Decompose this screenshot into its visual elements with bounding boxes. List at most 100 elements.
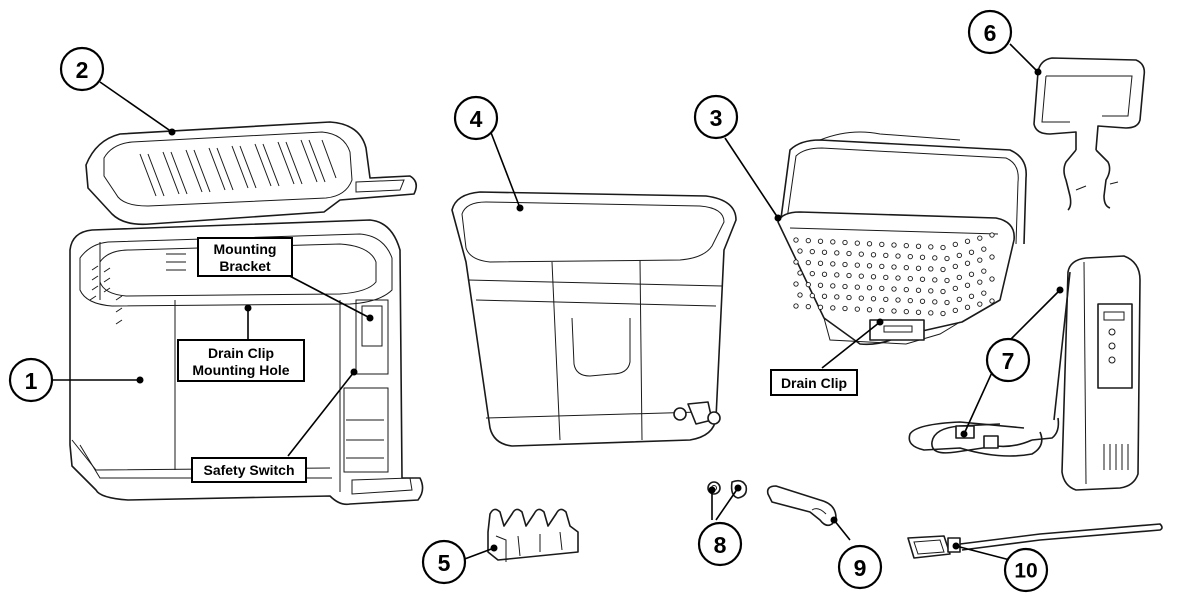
label-safety-switch-text: Safety Switch xyxy=(203,462,294,478)
basket-hole xyxy=(866,263,873,269)
basket-hole xyxy=(968,293,975,299)
basket-hole xyxy=(821,249,828,255)
fryer-basket xyxy=(777,131,1027,346)
basket-hole xyxy=(854,262,860,268)
callout-5: 5 xyxy=(421,539,467,585)
basket-hole xyxy=(870,274,877,280)
basket-hole xyxy=(940,266,946,273)
label-drain-clip-text: Drain Clip xyxy=(781,375,847,391)
label-drain-clip: Drain Clip xyxy=(770,369,858,396)
basket-hole xyxy=(915,309,922,315)
basket-hole xyxy=(989,298,995,304)
lid xyxy=(85,121,418,226)
basket-hole xyxy=(805,281,811,288)
basket-hole xyxy=(793,303,799,309)
comb-piece xyxy=(487,508,579,562)
basket-hole xyxy=(879,307,885,314)
basket-hole xyxy=(854,284,860,290)
label-drain-clip-mounting-hole: Drain Clip Mounting Hole xyxy=(177,339,305,382)
basket-hole xyxy=(793,237,799,243)
basket-hole xyxy=(932,299,938,305)
basket-hole xyxy=(809,248,815,255)
basket-hole xyxy=(817,304,824,310)
basket-hole xyxy=(842,261,848,268)
label-mounting-bracket-line1: Mounting xyxy=(214,241,277,257)
basket-hole xyxy=(964,282,971,288)
basket-hole xyxy=(805,303,811,310)
basket-hole xyxy=(842,305,848,312)
basket-hole xyxy=(940,310,946,317)
basket-hole xyxy=(940,288,946,295)
basket-hole xyxy=(858,273,864,279)
callout-5-number: 5 xyxy=(438,550,451,576)
basket-hole xyxy=(915,265,922,271)
basket-hole xyxy=(866,285,873,291)
basket-hole xyxy=(956,296,962,303)
basket-hole xyxy=(879,241,885,248)
callout-7-number: 7 xyxy=(1002,348,1015,374)
callout-8: 8 xyxy=(697,521,743,567)
basket-hole xyxy=(883,252,889,259)
basket-hole xyxy=(919,276,926,282)
control-heating-unit xyxy=(908,255,1141,491)
basket-hole xyxy=(968,249,975,255)
callout-1-number: 1 xyxy=(25,368,38,394)
basket-hole xyxy=(956,274,962,281)
basket-hole xyxy=(846,250,852,257)
basket-hole xyxy=(830,239,836,245)
callout-4-number: 4 xyxy=(470,106,483,132)
basket-hole xyxy=(928,266,934,272)
basket-hole xyxy=(968,271,975,277)
basket-hole xyxy=(793,259,799,265)
basket-hole xyxy=(944,277,950,284)
basket-hole xyxy=(842,283,848,290)
basket-hole xyxy=(809,292,815,299)
leader-lines xyxy=(50,43,1061,561)
basket-hole xyxy=(854,240,860,246)
basket-hole xyxy=(915,287,922,293)
basket-hole xyxy=(907,275,913,282)
basket-hole xyxy=(989,276,995,282)
basket-hole xyxy=(817,282,824,288)
basket-hole xyxy=(989,254,995,260)
basket-hole xyxy=(895,275,901,281)
label-mounting-bracket: Mounting Bracket xyxy=(197,237,293,277)
power-cord xyxy=(907,523,1163,559)
basket-hole xyxy=(981,268,987,274)
callout-3: 3 xyxy=(693,94,739,140)
drain-valve xyxy=(673,401,721,425)
callout-4: 4 xyxy=(453,95,499,141)
callout-10: 10 xyxy=(1003,547,1049,593)
basket-hole xyxy=(846,294,852,301)
basket-hole xyxy=(977,279,983,285)
callout-10-number: 10 xyxy=(1014,560,1037,583)
basket-hole xyxy=(907,253,913,260)
basket-hole xyxy=(952,285,958,292)
basket-hole xyxy=(952,241,958,248)
basket-hole xyxy=(830,283,836,289)
basket-hole xyxy=(964,260,971,266)
basket-hole xyxy=(903,264,909,271)
basket-hole xyxy=(854,306,860,312)
basket-hole xyxy=(797,248,803,254)
basket-hole xyxy=(793,281,799,287)
basket-hole xyxy=(846,272,852,279)
basket-hole xyxy=(977,257,983,263)
basket-hole xyxy=(821,293,828,299)
basket-hole xyxy=(964,238,971,244)
label-drain-clip-mounting-hole-line2: Mounting Hole xyxy=(192,362,289,378)
basket-hole xyxy=(981,290,987,296)
basket-hole xyxy=(952,307,958,314)
basket-hole xyxy=(952,263,958,270)
basket-hole xyxy=(834,272,840,278)
basket-hole xyxy=(891,242,897,248)
basket-hole xyxy=(956,252,962,259)
callout-6-number: 6 xyxy=(984,20,997,46)
basket-hole xyxy=(891,264,897,270)
callout-3-number: 3 xyxy=(710,105,723,131)
basket-hole xyxy=(932,277,938,283)
basket-hole xyxy=(903,242,909,249)
basket-hole xyxy=(834,294,840,300)
basket-hole xyxy=(870,252,877,258)
basket-hole xyxy=(834,250,840,256)
